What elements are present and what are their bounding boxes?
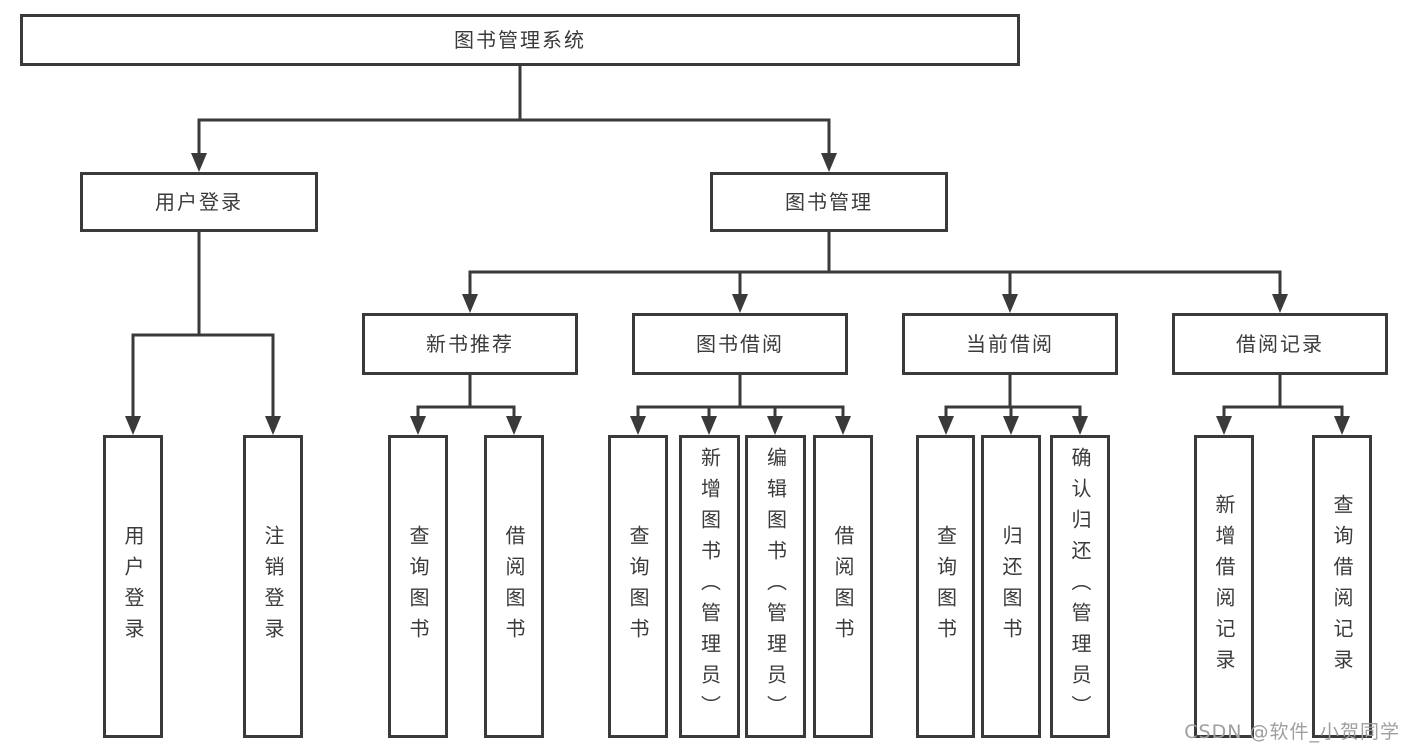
node-label: 图书管理系统 — [454, 28, 586, 52]
leaf-query-books-recommend: 查询图书 — [388, 435, 448, 738]
leaf-borrow-books-recommend: 借阅图书 — [484, 435, 544, 738]
leaf-borrow-books: 借阅图书 — [813, 435, 873, 738]
node-borrow-records: 借阅记录 — [1172, 313, 1388, 375]
leaf-user-login: 用户登录 — [103, 435, 163, 738]
node-label: 确认归还（管理员） — [1068, 447, 1092, 726]
node-new-book-recommend: 新书推荐 — [362, 313, 578, 375]
leaf-add-borrow-record: 新增借阅记录 — [1194, 435, 1254, 738]
node-label: 图书管理 — [785, 190, 873, 214]
node-label: 注销登录 — [261, 524, 285, 649]
node-label: 查询借阅记录 — [1330, 493, 1354, 680]
leaf-query-books-borrow: 查询图书 — [608, 435, 668, 738]
node-label: 查询图书 — [626, 524, 650, 649]
node-user-login: 用户登录 — [80, 172, 318, 232]
node-book-borrow: 图书借阅 — [632, 313, 848, 375]
node-current-borrow: 当前借阅 — [902, 313, 1118, 375]
node-label: 查询图书 — [406, 524, 430, 649]
leaf-edit-books-admin: 编辑图书（管理员） — [745, 435, 806, 738]
csdn-watermark: CSDN @软件_小贺同学 — [1184, 721, 1400, 743]
node-label: 借阅图书 — [502, 524, 526, 649]
node-label: 新书推荐 — [426, 332, 514, 356]
leaf-confirm-return-admin: 确认归还（管理员） — [1050, 435, 1110, 738]
node-label: 归还图书 — [999, 524, 1023, 649]
node-label: 编辑图书（管理员） — [763, 447, 788, 726]
leaf-return-books: 归还图书 — [981, 435, 1041, 738]
leaf-query-books-current: 查询图书 — [916, 435, 975, 738]
node-label: 图书借阅 — [696, 332, 784, 356]
leaf-query-borrow-record: 查询借阅记录 — [1312, 435, 1372, 738]
node-library-management-system: 图书管理系统 — [20, 14, 1020, 66]
leaf-add-books-admin: 新增图书（管理员） — [679, 435, 740, 738]
node-book-management: 图书管理 — [710, 172, 948, 232]
node-label: 借阅图书 — [831, 524, 855, 649]
node-label: 借阅记录 — [1236, 332, 1324, 356]
node-label: 用户登录 — [155, 190, 243, 214]
node-label: 新增图书（管理员） — [697, 447, 722, 726]
node-label: 新增借阅记录 — [1212, 493, 1236, 680]
node-label: 用户登录 — [121, 524, 145, 649]
node-label: 查询图书 — [933, 524, 958, 649]
leaf-logout: 注销登录 — [243, 435, 303, 738]
node-label: 当前借阅 — [966, 332, 1054, 356]
